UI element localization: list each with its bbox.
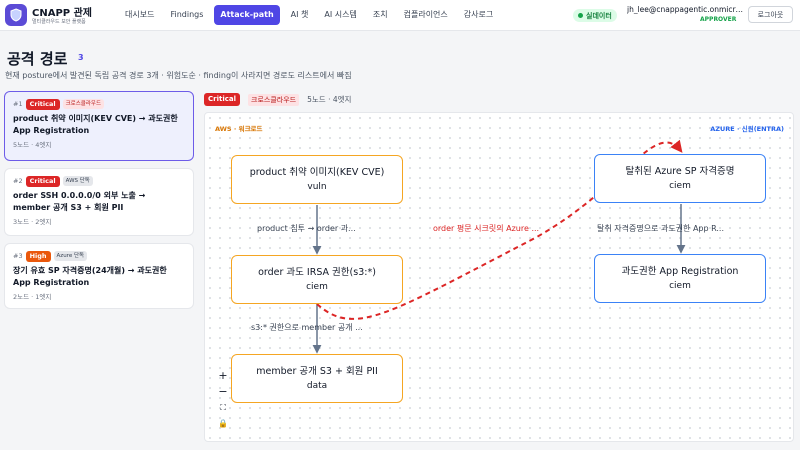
path-meta: 2노드 · 1엣지: [13, 293, 52, 301]
edge-label-1: product 침투 → order 과...: [257, 224, 356, 233]
user-email: jh_lee@cnappagentic.onmicrosoft.com: [627, 5, 743, 14]
nav-ai-system[interactable]: AI 시스템: [324, 10, 357, 19]
node-type: vuln: [307, 181, 327, 192]
live-dot-icon: [578, 13, 583, 18]
edge-label-2: s3:* 권한으로 member 공개 ...: [251, 323, 363, 332]
path-title: order SSH 0.0.0.0/0 외부 노출 → member 공개 S3…: [13, 191, 146, 212]
node-product-vuln[interactable]: product 취약 이미지(KEV CVE) vuln: [231, 155, 403, 204]
edge-label-cross: order 평문 시크릿의 Azure ...: [433, 224, 540, 233]
main-nav: 대시보드 Findings Attack-path AI 챗 AI 시스템 조치…: [120, 5, 498, 25]
node-type: ciem: [306, 281, 328, 292]
nav-compliance[interactable]: 컴플라이언스: [403, 10, 448, 19]
nav-audit-log[interactable]: 감사로그: [463, 10, 494, 19]
severity-badge: High: [25, 250, 51, 262]
nav-findings[interactable]: Findings: [170, 10, 204, 19]
brand-title: CNAPP 관제: [32, 8, 92, 19]
zone-label-aws: AWS · 워크로드: [215, 125, 263, 133]
node-type: ciem: [669, 280, 691, 291]
path-card-2[interactable]: #2 Critical AWS 단독 order SSH 0.0.0.0/0 외…: [4, 168, 194, 236]
live-data-label: 실데이터: [586, 11, 612, 20]
logout-button[interactable]: 로그아웃: [748, 6, 793, 23]
node-azure-sp[interactable]: 탈취된 Azure SP 자격증명 ciem: [594, 154, 766, 203]
path-meta: 5노드 · 4엣지: [13, 141, 52, 149]
node-app-registration[interactable]: 과도권한 App Registration ciem: [594, 254, 766, 303]
node-label: order 과도 IRSA 권한(s3:*): [258, 266, 376, 278]
edge-order-to-sp-cross: [316, 139, 683, 320]
zone-label-azure: AZURE · 신원(ENTRA): [710, 125, 784, 133]
zoom-out-icon[interactable]: −: [218, 385, 228, 398]
severity-badge: Critical: [25, 175, 60, 187]
severity-badge: Critical: [25, 98, 60, 110]
zoom-in-icon[interactable]: +: [218, 369, 228, 382]
scope-badge: 크로스클라우드: [62, 99, 105, 109]
path-title: 장기 유효 SP 자격증명(24개월) → 과도권한 App Registrat…: [13, 266, 167, 287]
scope-badge: AWS 단독: [62, 176, 93, 186]
nav-attack-path[interactable]: Attack-path: [214, 5, 280, 25]
scope-badge: Azure 단독: [53, 251, 88, 261]
shield-logo-icon[interactable]: [5, 4, 27, 26]
nav-dashboard[interactable]: 대시보드: [125, 10, 155, 19]
top-nav-bar: CNAPP 관제 멀티클라우드 보안 플랫폼 대시보드 Findings Att…: [0, 0, 800, 31]
node-member-s3[interactable]: member 공개 S3 + 회원 PII data: [231, 354, 403, 403]
page-title: 공격 경로: [7, 50, 68, 68]
detail-meta: 5노드 · 4엣지: [307, 95, 352, 104]
nav-remediation[interactable]: 조치: [372, 10, 388, 19]
path-meta: 3노드 · 2엣지: [13, 218, 52, 226]
detail-header: Critical 크로스클라우드 5노드 · 4엣지: [204, 93, 351, 106]
brand-subtitle: 멀티클라우드 보안 플랫폼: [32, 19, 86, 25]
zoom-controls: + − ⛶ 🔒: [217, 369, 229, 430]
path-title: product 취약 이미지(KEV CVE) → 과도권한 App Regis…: [13, 114, 178, 135]
lock-icon[interactable]: 🔒: [218, 419, 228, 428]
path-number: #1: [13, 100, 23, 108]
node-label: 과도권한 App Registration: [621, 265, 739, 277]
path-count-badge: 3: [78, 53, 84, 62]
detail-severity-badge: Critical: [204, 93, 241, 106]
node-order-irsa[interactable]: order 과도 IRSA 권한(s3:*) ciem: [231, 255, 403, 304]
live-data-badge: 실데이터: [573, 9, 617, 22]
user-role-badge: APPROVER: [700, 16, 737, 23]
path-card-1[interactable]: #1 Critical 크로스클라우드 product 취약 이미지(KEV C…: [4, 91, 194, 161]
fit-view-icon[interactable]: ⛶: [220, 403, 226, 412]
path-number: #3: [13, 252, 23, 260]
node-label: member 공개 S3 + 회원 PII: [256, 365, 378, 377]
path-card-3[interactable]: #3 High Azure 단독 장기 유효 SP 자격증명(24개월) → 과…: [4, 243, 194, 309]
attack-graph-canvas[interactable]: AWS · 워크로드 AZURE · 신원(ENTRA) product 취약 …: [204, 112, 794, 442]
node-label: 탈취된 Azure SP 자격증명: [625, 165, 735, 177]
node-label: product 취약 이미지(KEV CVE): [249, 166, 385, 178]
node-type: ciem: [669, 180, 691, 191]
node-type: data: [306, 380, 328, 391]
nav-ai-chat[interactable]: AI 챗: [290, 10, 309, 19]
page-description: 현재 posture에서 발견된 독립 공격 경로 3개 · 위험도순 · fi…: [5, 71, 352, 80]
edge-label-4: 탈취 자격증명으로 과도권한 App R...: [597, 224, 725, 233]
graph-edges: [312, 139, 686, 354]
path-number: #2: [13, 177, 23, 185]
detail-scope-badge: 크로스클라우드: [248, 93, 300, 106]
